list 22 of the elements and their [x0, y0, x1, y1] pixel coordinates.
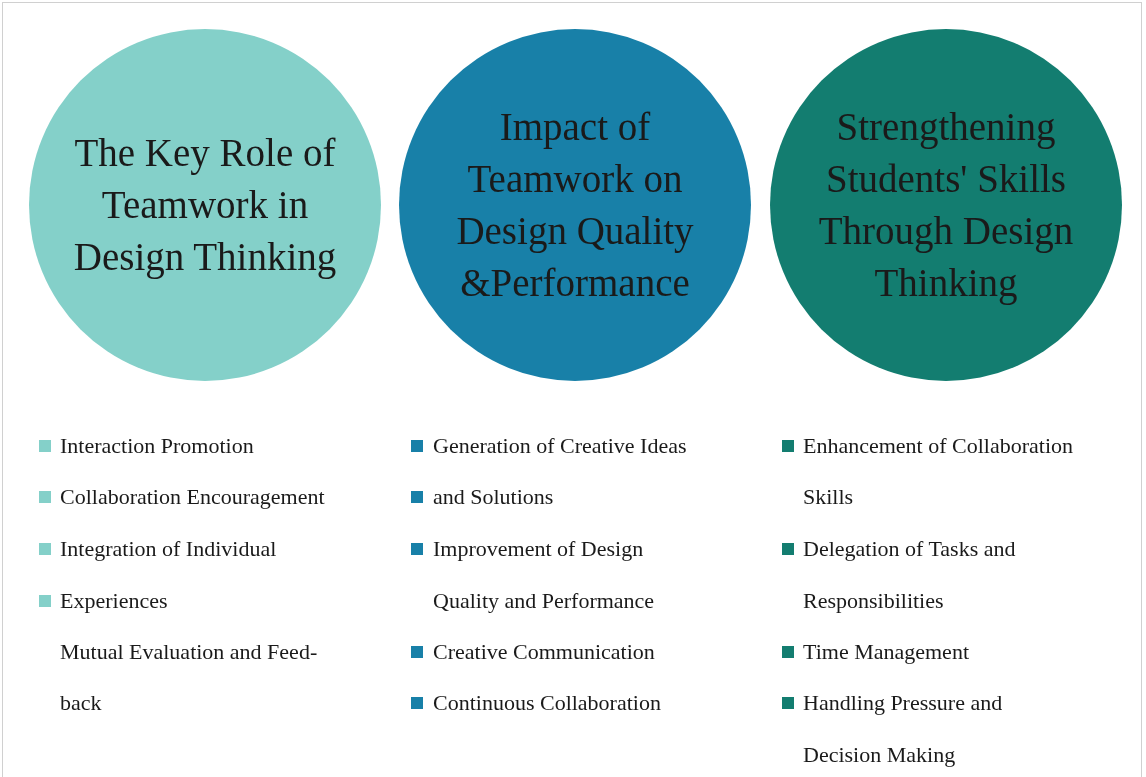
list-item-text: Creative Communication	[433, 639, 655, 665]
list-item-text: Mutual Evaluation and Feed-	[60, 639, 318, 665]
list-item-text: Delegation of Tasks and	[803, 536, 1016, 562]
list-item-text: Time Management	[803, 639, 969, 665]
list-item-text: Quality and Performance	[433, 588, 655, 614]
list-item-text: Continuous Collaboration	[433, 690, 661, 716]
list-item-text: back	[60, 690, 102, 716]
node-title: The Key Role of Teamwork in Design Thinking	[72, 130, 338, 281]
list-item-text: Collaboration Encouragement	[60, 484, 325, 510]
node-title: Impact of Teamwork on Design Quality &Performance	[455, 104, 695, 306]
list-item-text: and Solutions	[433, 484, 554, 510]
list-item-text: Decision Making	[803, 742, 956, 768]
list-item-text: Generation of Creative Ideas	[433, 433, 687, 459]
list-item-text: Handling Pressure and	[803, 690, 1003, 716]
list-item-text: Enhancement of Collaboration	[803, 433, 1074, 459]
node-title: Strengthening Students' Skills Through Design Thinking	[817, 104, 1075, 307]
list-item-text: Responsibilities	[803, 588, 944, 614]
list-item-text: Improvement of Design	[433, 536, 644, 562]
list-item-text: Integration of Individual	[60, 536, 277, 562]
list-item-text: Interaction Promotion	[60, 433, 254, 459]
list-item-text: Skills	[803, 484, 854, 510]
list-item-text: Experiences	[60, 588, 168, 614]
